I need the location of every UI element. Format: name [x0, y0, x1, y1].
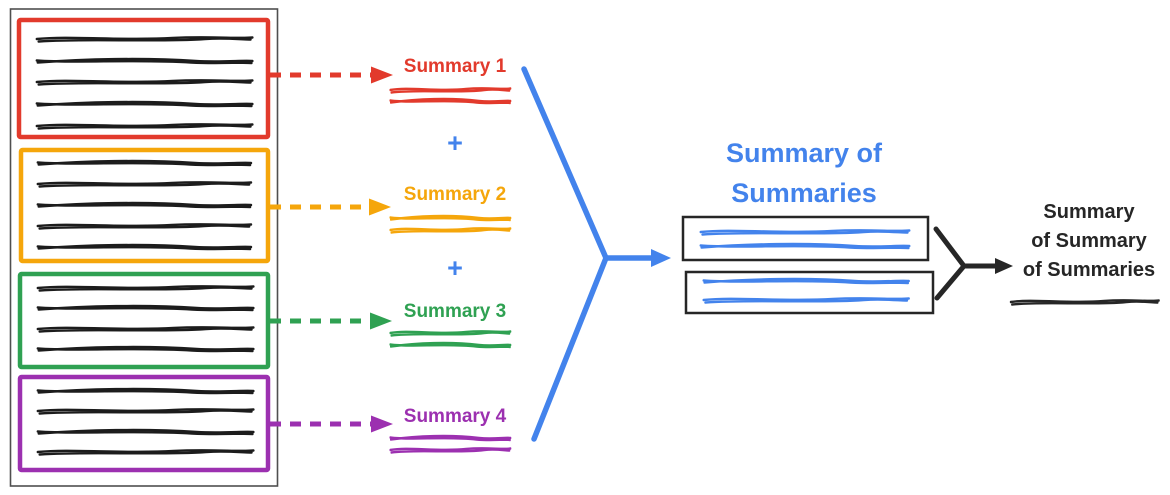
document-chunk-box-3	[17, 271, 271, 370]
summary-4-scribble	[388, 434, 512, 454]
dashed-arrow-chunk3-to-summary3	[270, 312, 392, 330]
final-summary-scribble	[1009, 298, 1161, 307]
summary-3-label: Summary 3	[403, 301, 507, 322]
final-summary-title: Summary of Summary of Summaries	[1022, 201, 1156, 281]
combined-summary-box-2	[684, 270, 935, 315]
summary-3-scribble	[388, 330, 512, 349]
document-chunk-box-1	[16, 17, 271, 140]
dashed-arrow-chunk1-to-summary1	[270, 66, 393, 84]
plus-sign-1: +	[447, 128, 463, 158]
final-reduce-arrow	[933, 226, 1013, 301]
dashed-arrow-chunk4-to-summary4	[270, 415, 393, 433]
combined-summary-box-1	[681, 215, 930, 262]
combined-summary-title: Summary of Summaries	[725, 138, 883, 208]
document-chunk-box-2	[18, 147, 271, 264]
dashed-arrow-chunk2-to-summary2	[270, 198, 391, 216]
summary-1-label: Summary 1	[403, 56, 507, 77]
summary-2-scribble	[388, 214, 512, 234]
summary-2-label: Summary 2	[403, 184, 507, 205]
combine-arrow	[521, 66, 671, 442]
plus-sign-2: +	[447, 253, 463, 283]
document-chunk-box-4	[17, 374, 271, 473]
summary-4-label: Summary 4	[403, 406, 507, 427]
summary-1-scribble	[388, 87, 512, 105]
